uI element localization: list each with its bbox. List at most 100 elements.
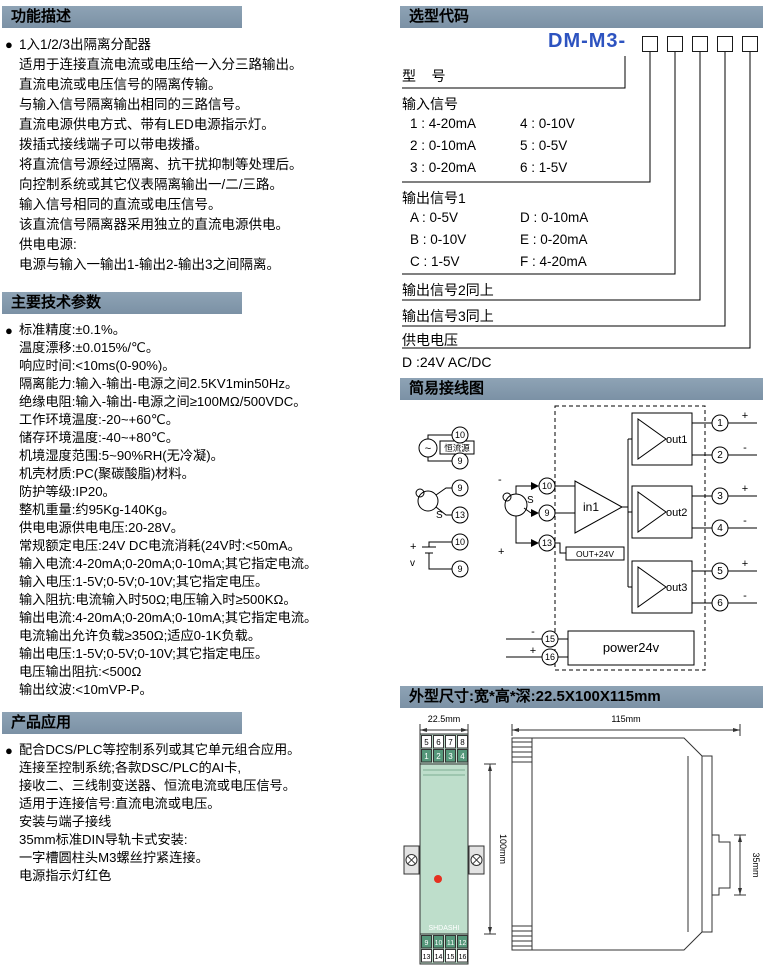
code-box	[642, 36, 658, 52]
terminal-number: 9	[425, 940, 429, 947]
tech-text-line: 常规额定电压:24V DC电流消耗(24V时:<50mA。	[19, 538, 301, 553]
terminal-number: 10	[455, 537, 465, 547]
selection-title: 选型代码	[409, 8, 470, 25]
terminal-number: 16	[459, 954, 467, 961]
left-column: 功能描述 ● 1入1/2/3出隔离分配器适用于连接直流电流或电压给一入分三路输出…	[2, 6, 396, 885]
bullet-icon: ●	[5, 37, 13, 52]
function-text-line: 该直流信号隔离器采用独立的直流电源供电。	[19, 217, 289, 232]
tech-text-line: 温度漂移:±0.015%/℃。	[19, 340, 160, 355]
side-view: 115mm 35mm	[511, 714, 761, 951]
tech-text-line: 工作环境温度:-20~+60℃。	[19, 412, 179, 427]
section-header-selection: 选型代码	[400, 6, 763, 28]
module-outline	[554, 405, 706, 671]
supply-voltage-label: 供电电压	[402, 332, 458, 348]
bottom-terminal-block: 9 10 11 12 13 14 15 16	[419, 933, 469, 965]
rail-dimension: 35mm	[734, 834, 761, 896]
sensor-label: S	[436, 510, 443, 521]
right-column: 选型代码 DM-M3- 型 号 输入信号 1 : 4-20mA 4 : 0-10…	[400, 0, 763, 968]
input-option: 5 : 0-5V	[520, 138, 568, 153]
out2-label: out2	[666, 507, 687, 519]
out1-label: out1	[666, 434, 687, 446]
terminal-number: 2	[717, 450, 723, 461]
constant-current-label: 恒流源	[444, 443, 470, 453]
polarity-sign: +	[742, 410, 748, 422]
tech-text-line: 输入电压:1-5V;0-5V;0-10V;其它指定电压。	[19, 574, 269, 589]
brand-label: SHDASHI	[428, 925, 459, 932]
application-text-line: 电源指示灯红色	[19, 868, 112, 883]
selection-connector-lines	[402, 52, 751, 349]
tech-text-line: 整机重量:约95Kg-140Kg。	[19, 502, 176, 517]
in1-amplifier: in1	[574, 480, 624, 534]
width-dimension: 22.5mm	[419, 714, 469, 736]
terminal-number: 2	[436, 752, 441, 761]
transmitter-1: S 9 13	[415, 479, 469, 524]
terminal-number: 16	[545, 652, 555, 662]
tech-text-line: 隔离能力:输入-输出-电源之间2.5KV1min50Hz。	[19, 376, 299, 391]
polarity-sign: -	[743, 515, 747, 527]
module-input-terminals: 10 9 13	[531, 477, 575, 554]
height-dimension: 100mm	[484, 763, 508, 935]
height-value: 100mm	[498, 834, 508, 864]
polarity-sign: +	[742, 558, 748, 570]
section-header-application: 产品应用	[2, 712, 242, 734]
out2-amplifier: out2	[631, 485, 693, 539]
terminal-number: 9	[457, 564, 462, 574]
depth-value: 115mm	[611, 714, 640, 724]
application-text-line: 适用于连接信号:直流电流或电压。	[19, 796, 221, 811]
tech-text-line: 电压输出阻抗:<500Ω	[19, 664, 142, 679]
tech-parameters-list: ● 标准精度:±0.1%。温度漂移:±0.015%/℃。响应时间:<10ms(0…	[2, 321, 396, 699]
device-body	[419, 763, 469, 935]
polarity-sign: +	[530, 645, 536, 657]
section-header-wiring: 简易接线图	[400, 378, 763, 400]
code-box	[717, 36, 733, 52]
application-text-line: 35mm标准DIN导轨卡式安装:	[19, 832, 188, 847]
wiring-title: 简易接线图	[409, 380, 485, 397]
power-block: power24v	[567, 630, 695, 666]
tech-text-line: 输出纹波:<10mVP-P。	[19, 682, 153, 697]
input-option: 3 : 0-20mA	[410, 160, 477, 175]
tech-text-line: 响应时间:<10ms(0-90%)。	[19, 358, 176, 373]
terminal-number: 14	[435, 954, 443, 961]
side-body	[531, 737, 703, 951]
application-text-line: 配合DCS/PLC等控制系列或其它单元组合应用。	[19, 742, 301, 757]
code-box	[667, 36, 683, 52]
application-text-line: 安装与端子接线	[19, 814, 112, 829]
terminal-number: 10	[455, 430, 465, 440]
terminal-number: 10	[542, 481, 552, 491]
mounting-face	[701, 755, 713, 933]
terminal-number: 3	[448, 752, 453, 761]
loop-supply-label: OUT+24V	[576, 549, 614, 559]
polarity-sign: -	[531, 626, 535, 638]
wiring-diagram: in1 out1 out2 out3	[410, 405, 757, 671]
output1-option: B : 0-10V	[410, 232, 467, 247]
input-option: 4 : 0-10V	[520, 116, 575, 131]
terminal-number: 8	[460, 738, 465, 747]
terminal-number: 9	[544, 508, 549, 518]
function-title: 功能描述	[11, 8, 72, 25]
output1-option: F : 4-20mA	[520, 254, 587, 269]
terminal-number: 5	[424, 738, 429, 747]
voltage-source: + v 10 9	[410, 533, 469, 578]
application-list: ● 配合DCS/PLC等控制系列或其它单元组合应用。连接至控制系统;各款DSC/…	[2, 741, 396, 885]
terminal-number: 4	[717, 523, 723, 534]
minus-sign: -	[498, 474, 502, 486]
connector-output2	[402, 52, 701, 301]
output-terminals: 1 2 3 4 5 6 + - + - + -	[692, 410, 757, 612]
tech-title: 主要技术参数	[11, 294, 102, 311]
terminal-number: 13	[423, 954, 431, 961]
section-header-function: 功能描述	[2, 6, 242, 28]
front-panel-edge	[511, 737, 533, 951]
out3-label: out3	[666, 582, 687, 594]
plus-sign: +	[410, 541, 416, 553]
voltage-label: v	[410, 558, 415, 569]
terminal-number: 13	[542, 538, 552, 548]
application-title: 产品应用	[11, 714, 72, 731]
model-label: 型 号	[402, 68, 446, 84]
power-led	[434, 875, 442, 883]
sensor-label: S	[527, 495, 534, 506]
top-terminal-block: 5 6 7 8 1 2 3 4	[419, 733, 469, 765]
plus-sign: +	[498, 546, 504, 558]
output1-signal-label: 输出信号1	[402, 190, 466, 206]
depth-dimension: 115mm	[511, 714, 741, 736]
wave-icon: ~	[425, 443, 431, 455]
